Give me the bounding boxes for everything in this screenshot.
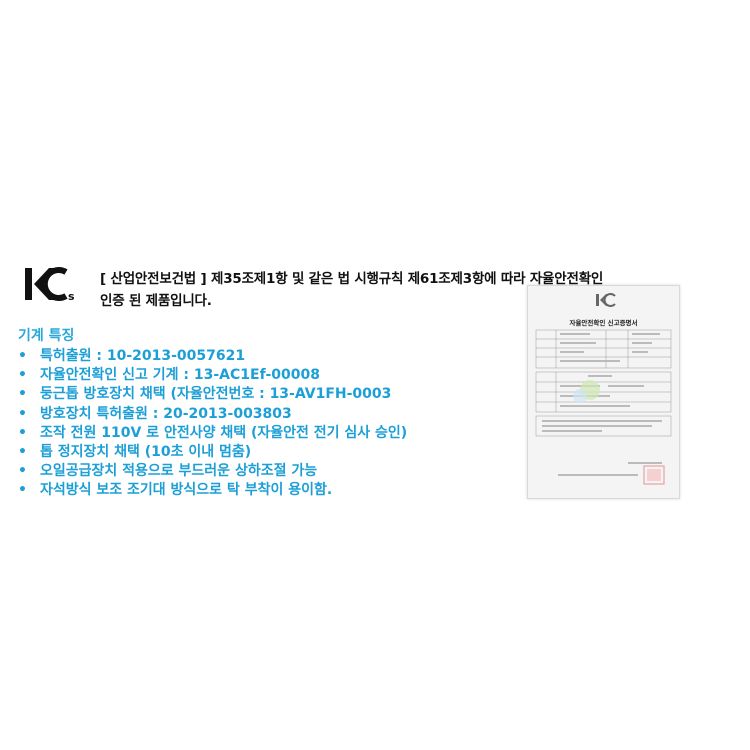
certificate-drawing — [528, 286, 679, 498]
feature-text: 톱 정지장치 채택 (10초 이내 멈춤) — [40, 444, 252, 461]
feature-text: 오일공급장치 적용으로 부드러운 상하조절 가능 — [40, 463, 318, 480]
certificate-title: 자율안전확인 신고증명서 — [569, 319, 638, 327]
bullet-icon: • — [18, 482, 27, 499]
feature-item: • 방호장치 특허출원 : 20-2013-003803 — [18, 405, 407, 424]
bullet-icon: • — [18, 348, 27, 364]
features-list: • 특허출원 : 10-2013-0057621 • 자율안전확인 신고 기계 : … — [18, 347, 407, 501]
feature-item: • 조작 전원 110V 로 안전사양 채택 (자율안전 전기 심사 승인) — [18, 424, 407, 443]
feature-item: • 자석방식 보조 조기대 방식으로 탁 부착이 용이함. — [18, 481, 407, 500]
kc-mark-icon — [596, 293, 616, 307]
bullet-icon: • — [18, 424, 27, 441]
feature-item: • 자율안전확인 신고 기계 : 13-AC1Ef-00008 — [18, 366, 407, 385]
bullet-icon: • — [18, 367, 27, 384]
bullet-icon: • — [18, 463, 27, 480]
certificate-image: 자율안전확인 신고증명서 — [527, 285, 680, 499]
notice-line-2: 인증 된 제품입니다. — [100, 293, 212, 309]
feature-text: 조작 전원 110V 로 안전사양 채택 (자율안전 전기 심사 승인) — [40, 424, 408, 441]
certification-notice: [ 산업안전보건법 ] 제35조제1항 및 같은 법 시행규칙 제61조제3항에… — [100, 268, 740, 312]
bullet-icon: • — [18, 405, 27, 422]
bullet-icon: • — [18, 444, 27, 461]
bullet-icon: • — [18, 386, 27, 403]
feature-text: 둥근톱 방호장치 채택 (자율안전번호 : 13-AV1FH-0003 — [40, 386, 392, 403]
feature-text: 특허출원 : 10-2013-0057621 — [40, 348, 246, 364]
feature-item: • 톱 정지장치 채택 (10초 이내 멈춤) — [18, 443, 407, 462]
kc-safety-mark-icon: s — [25, 267, 75, 303]
feature-text: 자석방식 보조 조기대 방식으로 탁 부착이 용이함. — [40, 482, 333, 499]
feature-item: • 특허출원 : 10-2013-0057621 — [18, 347, 407, 366]
feature-text: 방호장치 특허출원 : 20-2013-003803 — [40, 405, 292, 422]
feature-text: 자율안전확인 신고 기계 : 13-AC1Ef-00008 — [40, 367, 320, 384]
feature-item: • 오일공급장치 적용으로 부드러운 상하조절 가능 — [18, 462, 407, 481]
notice-line-1: [ 산업안전보건법 ] 제35조제1항 및 같은 법 시행규칙 제61조제3항에… — [100, 271, 604, 287]
kc-suffix: s — [68, 290, 75, 303]
feature-item: • 둥근톱 방호장치 채택 (자율안전번호 : 13-AV1FH-0003 — [18, 385, 407, 404]
features-title: 기계 특징 — [18, 328, 75, 344]
